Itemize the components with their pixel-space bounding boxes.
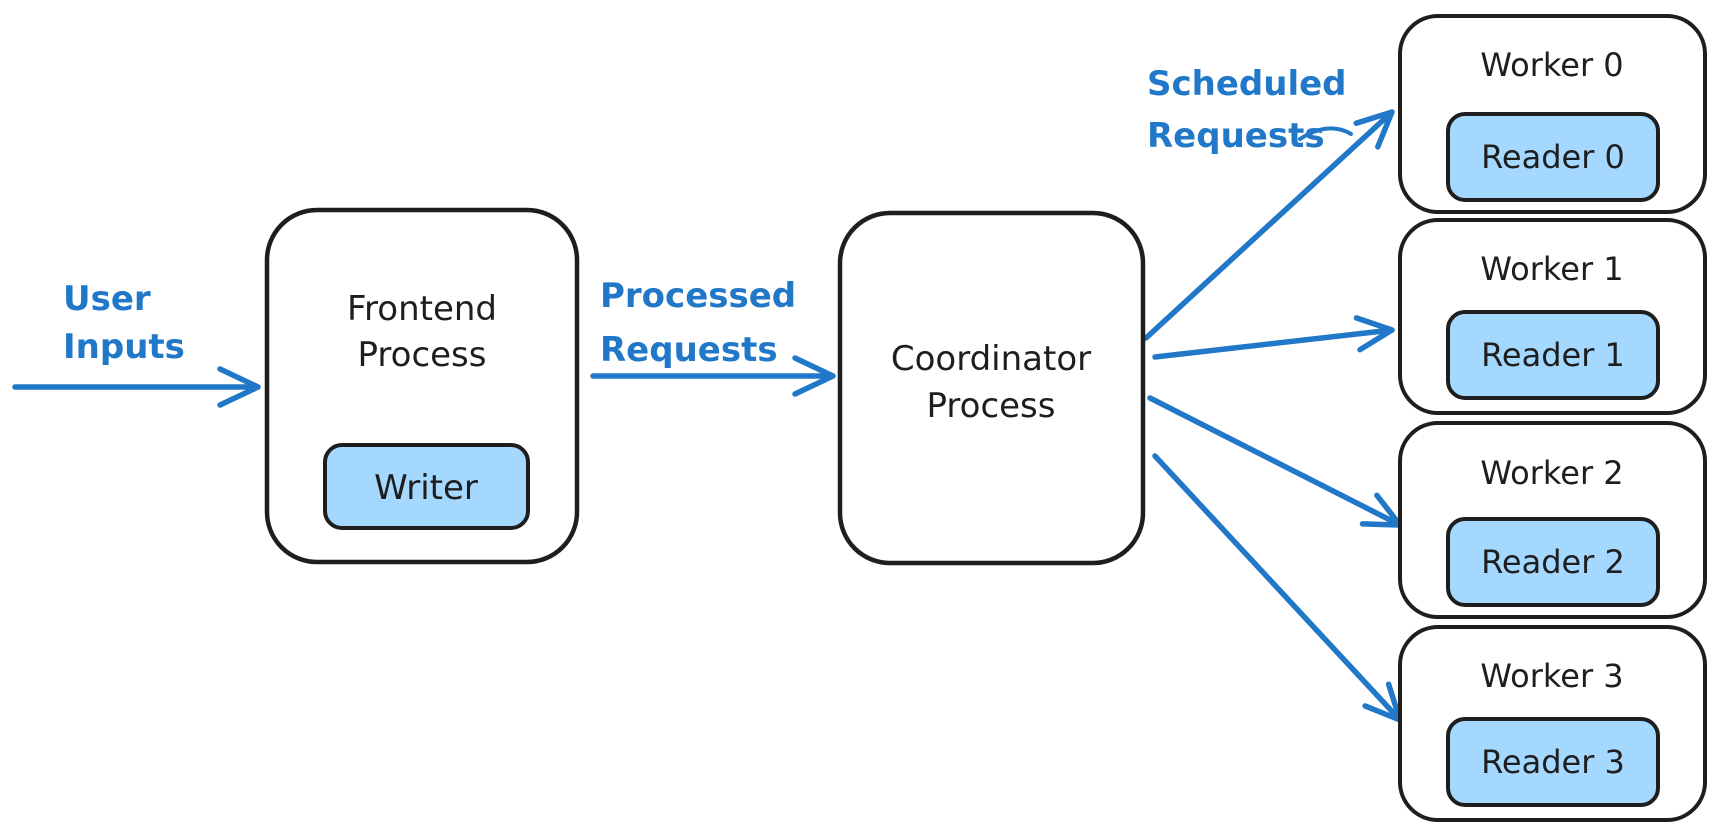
processed-requests-label-line2: Requests: [600, 330, 778, 370]
user-inputs-label: User Inputs: [63, 279, 185, 367]
reader-1-box: [1446, 310, 1660, 400]
scheduled-arrow-worker-3: [1152, 453, 1403, 723]
reader-3-label: Reader 3: [1481, 743, 1625, 781]
worker-2-node: Worker 2 Reader 2: [1398, 421, 1707, 619]
reader-2-box: [1446, 517, 1660, 607]
scheduled-requests-label-line2: Requests: [1147, 116, 1325, 156]
reader-2-label: Reader 2: [1481, 543, 1625, 581]
user-inputs-label-line2: Inputs: [63, 327, 185, 367]
reader-0-label: Reader 0: [1481, 138, 1625, 176]
writer-label: Writer: [374, 468, 478, 508]
worker-2-label: Worker 2: [1480, 454, 1623, 492]
scheduled-label-connector: [1298, 126, 1353, 141]
coordinator-process-box: [837, 210, 1146, 566]
scheduled-arrow-worker-1: [1152, 315, 1395, 360]
worker-3-node: Worker 3 Reader 3: [1398, 625, 1707, 822]
frontend-process-node: Frontend Process Writer: [264, 207, 580, 565]
worker-1-label: Worker 1: [1480, 250, 1623, 288]
processed-requests-label: Processed Requests: [600, 276, 796, 370]
user-inputs-label-line1: User: [63, 279, 151, 319]
scheduled-requests-label: Scheduled Requests: [1147, 64, 1347, 156]
scheduled-requests-label-line1: Scheduled: [1147, 64, 1347, 104]
user-inputs-arrow: [12, 366, 261, 408]
processed-requests-label-line1: Processed: [600, 276, 796, 316]
writer-box: [323, 443, 530, 530]
scheduled-arrow-worker-0: [1143, 109, 1395, 341]
processed-requests-arrow: [590, 355, 836, 397]
reader-3-box: [1446, 717, 1660, 807]
coordinator-process-title-line2: Process: [927, 386, 1056, 426]
worker-1-node: Worker 1 Reader 1: [1398, 218, 1707, 415]
scheduled-arrow-worker-2: [1147, 395, 1403, 528]
coordinator-process-title-line1: Coordinator: [891, 339, 1091, 379]
coordinator-process-node: Coordinator Process: [837, 210, 1146, 566]
worker-3-label: Worker 3: [1480, 657, 1623, 695]
frontend-process-title-line2: Process: [358, 335, 487, 375]
reader-1-label: Reader 1: [1481, 336, 1625, 374]
frontend-process-title-line1: Frontend: [347, 289, 497, 329]
worker-0-label: Worker 0: [1480, 46, 1623, 84]
worker-0-node: Worker 0 Reader 0: [1398, 14, 1707, 214]
reader-0-box: [1446, 112, 1660, 202]
